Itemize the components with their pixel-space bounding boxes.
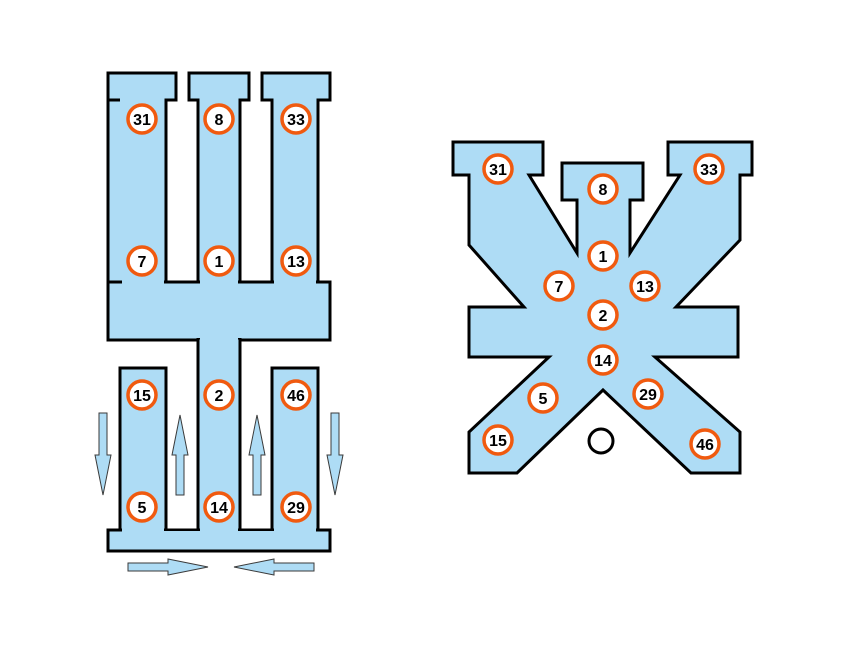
node-label: 2	[599, 308, 608, 325]
node: 14	[587, 344, 619, 376]
node: 33	[693, 153, 725, 185]
left-join-fill-7	[274, 278, 316, 288]
node: 33	[280, 103, 312, 135]
node-label: 2	[215, 388, 224, 405]
node: 14	[203, 491, 235, 523]
node-label: 29	[287, 500, 305, 517]
left-join-fill-2	[200, 525, 238, 535]
node: 7	[543, 270, 575, 302]
left-diagram: 31 8 33 7 1 13 15 2 46 5 14 29	[94, 71, 344, 576]
node: 5	[527, 382, 559, 414]
node-label: 29	[639, 387, 657, 404]
node: 31	[126, 103, 158, 135]
node: 15	[126, 379, 158, 411]
node-label: 7	[138, 254, 147, 271]
node: 46	[689, 428, 721, 460]
node-label: 33	[700, 162, 718, 179]
arrow-up-icon	[248, 414, 266, 496]
node: 46	[280, 379, 312, 411]
node-label: 13	[287, 254, 305, 271]
node: 13	[280, 245, 312, 277]
node-label: 14	[594, 353, 612, 370]
right-diagram: 31 8 33 1 7 13 2 14 5 29 15 46	[451, 140, 754, 475]
node: 13	[629, 270, 661, 302]
node-label: 1	[215, 254, 224, 271]
arrow-down-icon	[94, 412, 112, 496]
node-label: 13	[636, 279, 654, 296]
node: 8	[203, 103, 235, 135]
node: 7	[126, 245, 158, 277]
node-label: 33	[287, 112, 305, 129]
node-label: 15	[489, 433, 507, 450]
left-join-fill-1	[122, 525, 164, 535]
left-join-fill-5	[122, 278, 164, 288]
left-join-fill-4	[200, 334, 238, 344]
node-label: 1	[599, 249, 608, 266]
node-label: 7	[555, 279, 564, 296]
node-label: 14	[210, 500, 228, 517]
node: 2	[587, 299, 619, 331]
node-label: 8	[599, 182, 608, 199]
node-label: 5	[138, 500, 147, 517]
arrow-down-icon	[326, 412, 344, 496]
node-label: 46	[287, 388, 305, 405]
node-label: 8	[215, 112, 224, 129]
node: 29	[280, 491, 312, 523]
left-base-fill	[122, 531, 316, 549]
node-label: 31	[489, 162, 507, 179]
node: 29	[632, 378, 664, 410]
arrow-right-icon	[127, 558, 209, 576]
node-label: 15	[133, 388, 151, 405]
node: 5	[126, 491, 158, 523]
left-join-fill-6	[200, 278, 238, 288]
node: 8	[587, 173, 619, 205]
left-crossbar-fill	[110, 284, 328, 338]
node-label: 31	[133, 112, 151, 129]
left-join-fill-3	[274, 525, 316, 535]
node-label: 5	[539, 391, 548, 408]
node: 1	[587, 240, 619, 272]
node: 31	[482, 153, 514, 185]
node: 15	[482, 424, 514, 456]
node: 1	[203, 245, 235, 277]
node-label: 46	[696, 437, 714, 454]
mounting-hole	[587, 427, 615, 455]
arrow-up-icon	[171, 414, 189, 496]
arrow-left-icon	[233, 558, 315, 576]
node: 2	[203, 379, 235, 411]
